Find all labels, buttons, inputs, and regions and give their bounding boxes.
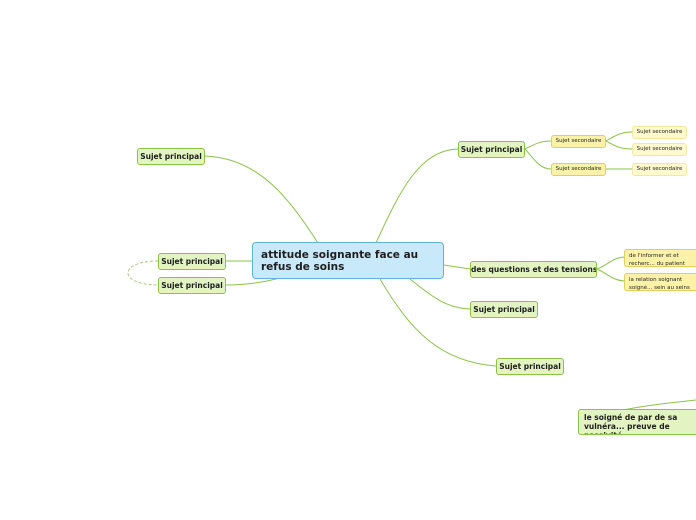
sub-topic-leaf-3[interactable]: Sujet secondaire	[632, 163, 687, 176]
main-topic-label: Sujet principal	[161, 281, 223, 290]
sub-topic-label: Sujet secondaire	[555, 166, 602, 172]
sub-topic-sec-1[interactable]: Sujet secondaire	[551, 135, 606, 148]
connector-sec-1	[524, 140, 552, 150]
connector-middle-right	[409, 278, 471, 310]
sub-topic-label: la relation soignant soigné... sein au s…	[629, 277, 690, 291]
central-topic[interactable]: attitude soignante face au refus de soin…	[252, 242, 444, 279]
sub-topic-leaf-1[interactable]: Sujet secondaire	[632, 126, 687, 139]
sub-topic-sec-2[interactable]: Sujet secondaire	[551, 163, 606, 176]
connector-sec-2	[524, 148, 552, 170]
sub-topic-label: Sujet secondaire	[636, 129, 683, 135]
main-topic-bottom-right[interactable]: Sujet principal	[496, 358, 564, 375]
main-topic-left-upper[interactable]: Sujet principal	[158, 253, 226, 270]
connector-leaf-2	[605, 140, 633, 150]
connector-questions	[443, 264, 471, 270]
main-topic-label: Sujet principal	[499, 362, 561, 371]
sub-topic-informer[interactable]: de l'informer et et recherc... du patien…	[624, 249, 696, 267]
connector-bottom-right	[379, 278, 497, 367]
connector-top-right	[375, 148, 459, 244]
relationship-dashed-link	[127, 260, 159, 286]
main-topic-label: le soigné de par de sa vulnéra... preuve…	[584, 413, 678, 434]
main-topic-top-left[interactable]: Sujet principal	[137, 148, 205, 165]
connector-top-left	[204, 155, 319, 244]
sub-topic-label: de l'informer et et recherc... du patien…	[629, 253, 685, 267]
main-topic-middle-right[interactable]: Sujet principal	[470, 301, 538, 318]
sub-topic-label: Sujet secondaire	[555, 138, 602, 144]
central-topic-label: attitude soignante face au refus de soin…	[261, 249, 419, 273]
sub-topic-leaf-2[interactable]: Sujet secondaire	[632, 143, 687, 156]
main-topic-label: Sujet principal	[473, 305, 535, 314]
sub-topic-label: Sujet secondaire	[636, 166, 683, 172]
main-topic-label: Sujet principal	[161, 257, 223, 266]
connector-informer	[596, 256, 625, 270]
connector-leaf-1	[605, 131, 633, 142]
sub-topic-label: Sujet secondaire	[636, 146, 683, 152]
connector-left-lower	[225, 277, 281, 286]
main-topic-questions[interactable]: des questions et des tensions	[470, 261, 597, 278]
connector-relation	[596, 268, 625, 282]
main-topic-left-lower[interactable]: Sujet principal	[158, 277, 226, 294]
sub-topic-relation[interactable]: la relation soignant soigné... sein au s…	[624, 273, 696, 291]
main-topic-label: des questions et des tensions	[471, 265, 597, 274]
main-topic-top-right[interactable]: Sujet principal	[458, 141, 525, 158]
main-topic-label: Sujet principal	[460, 145, 523, 154]
main-topic-label: Sujet principal	[140, 152, 202, 161]
main-topic-soigne[interactable]: le soigné de par de sa vulnéra... preuve…	[578, 409, 696, 435]
